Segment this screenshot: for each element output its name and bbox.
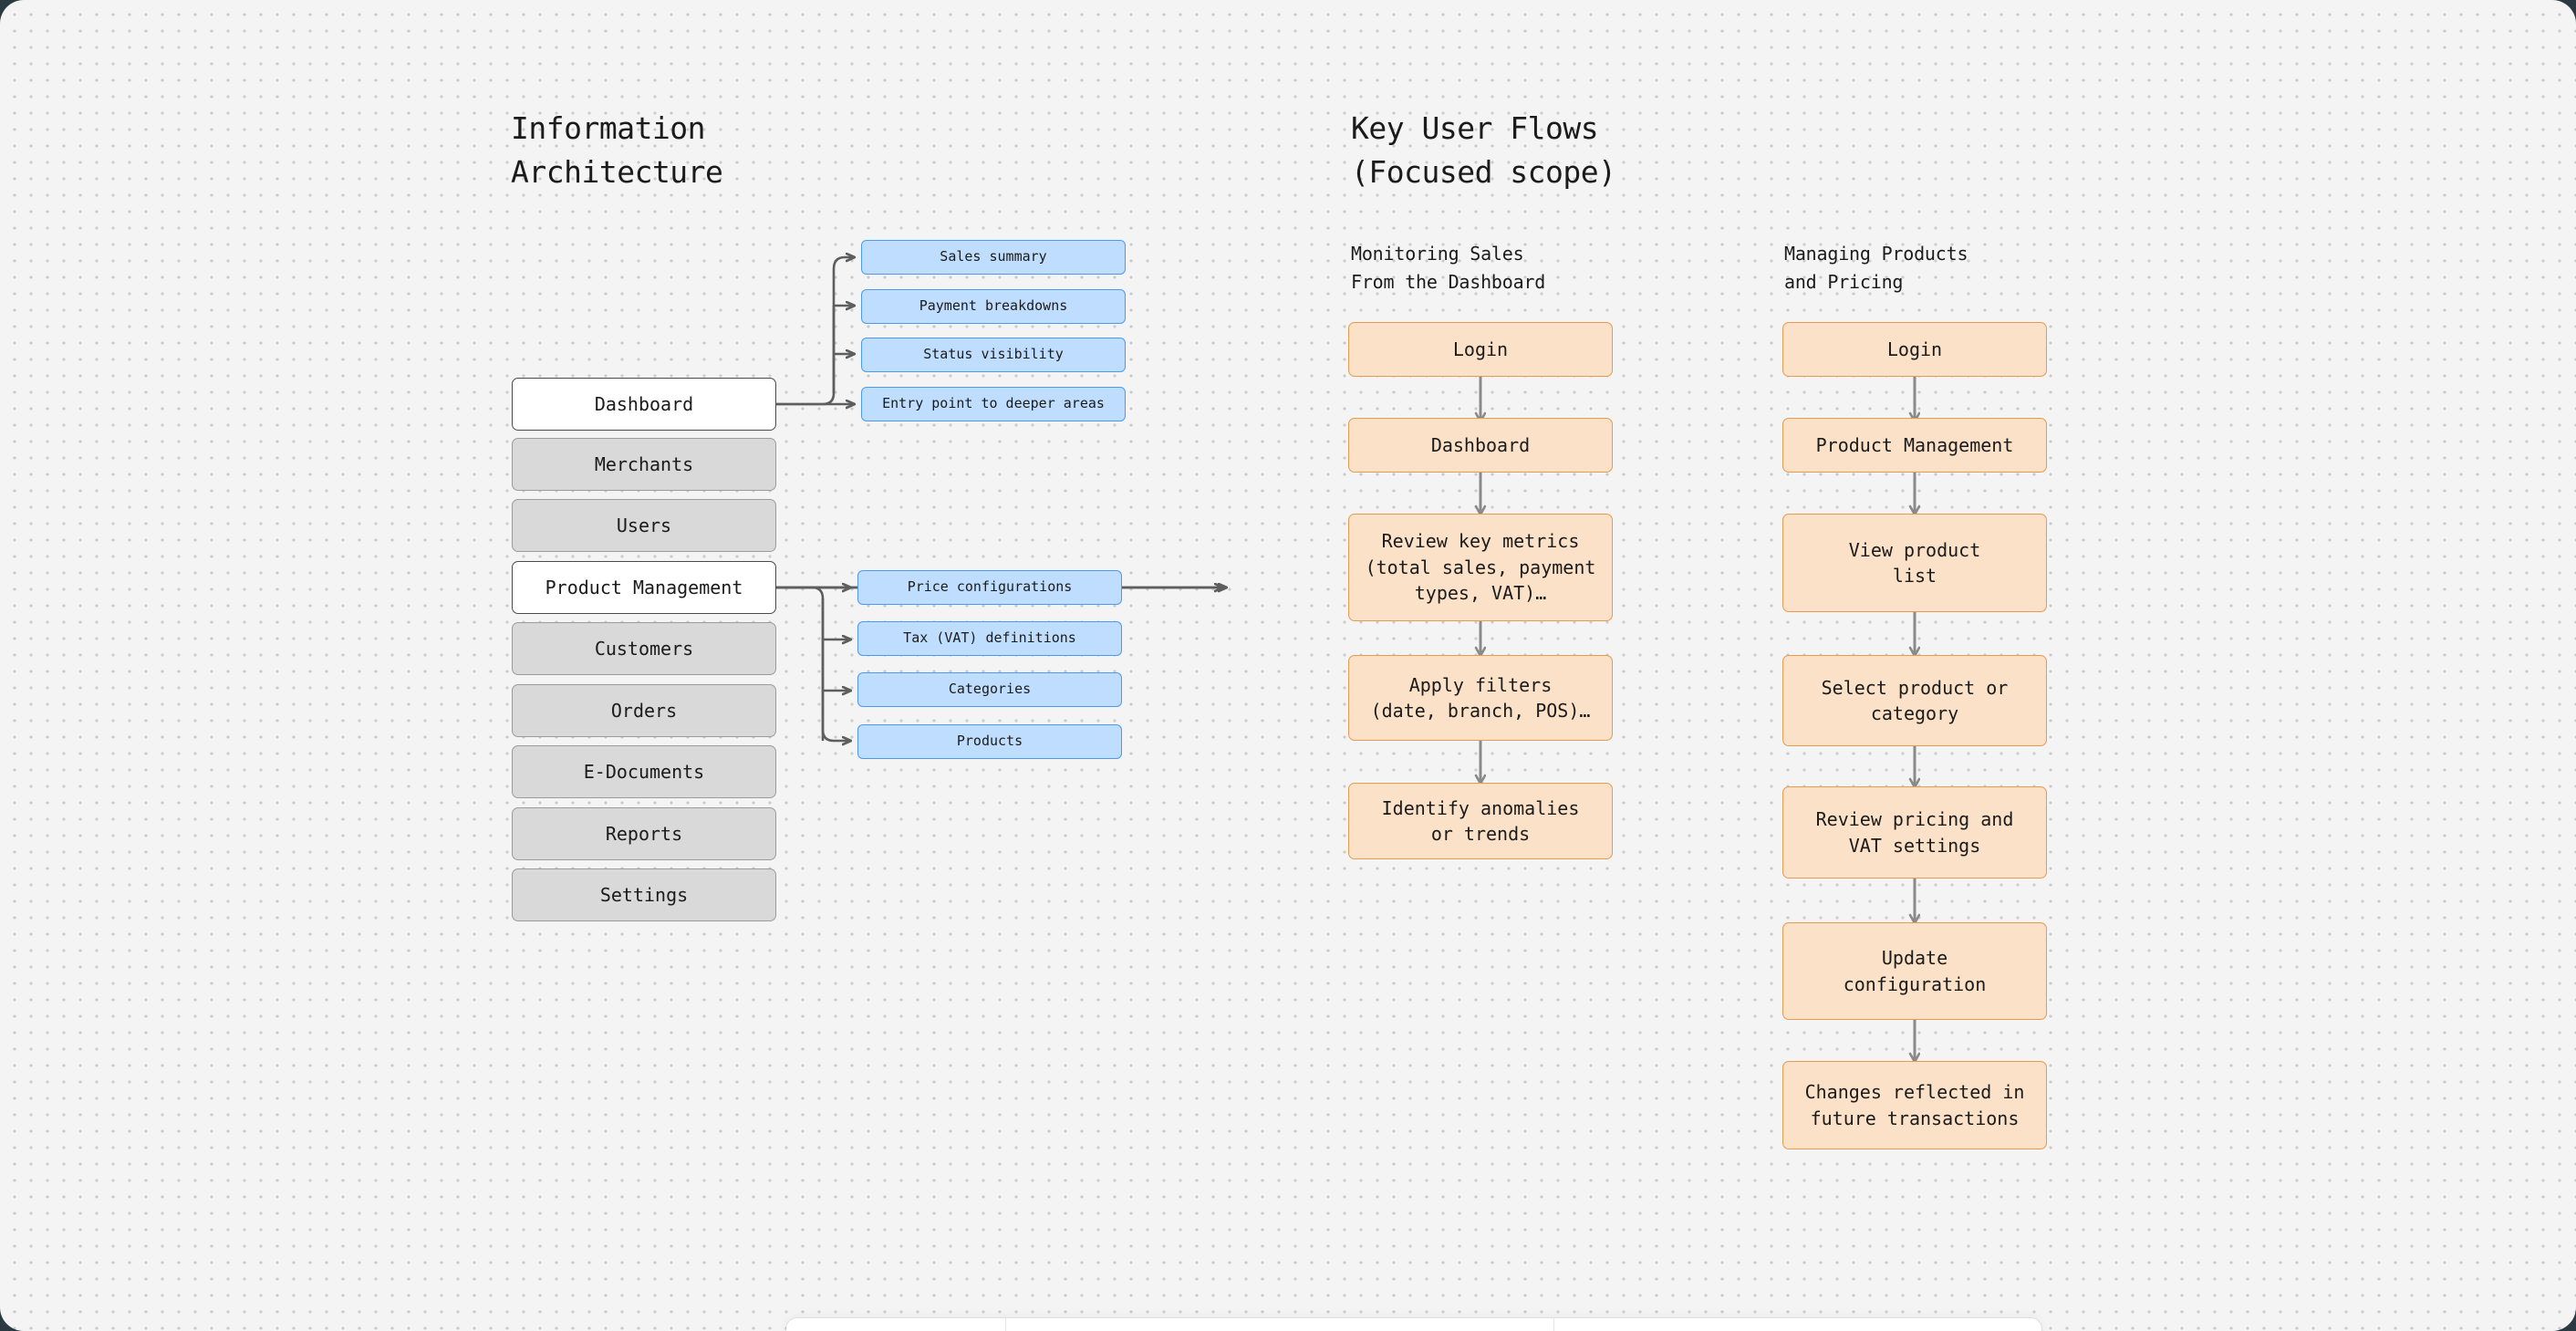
flow-a-step-review-key-metrics[interactable]: Review key metrics (total sales, payment… <box>1348 514 1613 621</box>
node-label: Product Management <box>1815 433 2014 456</box>
toolbar-divider <box>1005 1318 1006 1331</box>
flow-b-step-update-configuration[interactable]: Update configuration <box>1782 922 2047 1020</box>
node-label: Price configurations <box>907 578 1073 596</box>
node-label: Select product or category <box>1821 676 2009 724</box>
bottom-toolbar[interactable] <box>786 1318 2041 1331</box>
node-label: Sales summary <box>940 248 1047 265</box>
flow-a-step-dashboard[interactable]: Dashboard <box>1348 418 1613 473</box>
nav-item-product-management[interactable]: Product Management <box>512 561 776 614</box>
dashboard-child-sales-summary[interactable]: Sales summary <box>861 240 1126 275</box>
node-label: Categories <box>948 681 1032 698</box>
dashboard-child-entry-point[interactable]: Entry point to deeper areas <box>861 387 1126 421</box>
flow-a-step-identify-anomalies[interactable]: Identify anomalies or trends <box>1348 783 1613 859</box>
nav-item-label: Customers <box>594 637 694 660</box>
nav-item-label: Merchants <box>594 452 694 475</box>
node-label: Login <box>1886 338 1943 360</box>
node-label: Payment breakdowns <box>919 297 1068 315</box>
pm-child-tax-vat-definitions[interactable]: Tax (VAT) definitions <box>857 621 1122 656</box>
nav-item-label: E-Documents <box>583 760 705 783</box>
nav-item-label: Settings <box>599 883 689 906</box>
nav-item-e-documents[interactable]: E-Documents <box>512 745 776 798</box>
flow-b-step-review-pricing-vat[interactable]: Review pricing and VAT settings <box>1782 786 2047 879</box>
flow-b-step-product-management[interactable]: Product Management <box>1782 418 2047 473</box>
flow-a-heading: Monitoring Sales From the Dashboard <box>1351 243 1546 293</box>
flow-b-step-view-product-list[interactable]: View product list <box>1782 514 2047 612</box>
key-user-flows-title: Key User Flows (Focused scope) <box>1351 110 1616 191</box>
nav-item-label: Dashboard <box>594 392 694 415</box>
nav-item-orders[interactable]: Orders <box>512 684 776 737</box>
flow-b-step-login[interactable]: Login <box>1782 322 2047 377</box>
toolbar-segment-right[interactable] <box>1554 1318 2041 1331</box>
node-label: Review key metrics (total sales, payment… <box>1365 530 1596 605</box>
pm-child-price-configurations[interactable]: Price configurations <box>857 570 1122 605</box>
pm-child-products[interactable]: Products <box>857 724 1122 759</box>
nav-item-users[interactable]: Users <box>512 499 776 552</box>
node-label: Entry point to deeper areas <box>882 395 1105 412</box>
flow-a-step-login[interactable]: Login <box>1348 322 1613 377</box>
toolbar-divider <box>1553 1318 1554 1331</box>
flow-a-step-apply-filters[interactable]: Apply filters (date, branch, POS)… <box>1348 655 1613 741</box>
dashboard-child-status-visibility[interactable]: Status visibility <box>861 338 1126 372</box>
toolbar-segment-left[interactable] <box>786 1318 1005 1331</box>
node-label: Login <box>1452 338 1509 360</box>
nav-item-customers[interactable]: Customers <box>512 622 776 675</box>
nav-item-reports[interactable]: Reports <box>512 807 776 860</box>
node-label: Changes reflected in future transactions <box>1804 1081 2025 1129</box>
pm-child-categories[interactable]: Categories <box>857 672 1122 707</box>
nav-item-dashboard[interactable]: Dashboard <box>512 378 776 431</box>
dashboard-child-payment-breakdowns[interactable]: Payment breakdowns <box>861 289 1126 324</box>
nav-item-label: Orders <box>610 699 678 722</box>
nav-item-label: Product Management <box>545 576 743 598</box>
node-label: Review pricing and VAT settings <box>1815 808 2014 857</box>
nav-item-label: Users <box>616 514 672 536</box>
node-label: Tax (VAT) definitions <box>903 629 1076 647</box>
flow-b-step-select-product-or-category[interactable]: Select product or category <box>1782 655 2047 746</box>
nav-item-label: Reports <box>605 822 683 845</box>
node-label: Apply filters (date, branch, POS)… <box>1370 673 1591 722</box>
node-label: Identify anomalies or trends <box>1381 796 1580 845</box>
flow-b-step-changes-reflected[interactable]: Changes reflected in future transactions <box>1782 1061 2047 1149</box>
node-label: Products <box>956 733 1023 750</box>
node-label: View product list <box>1848 538 1981 587</box>
toolbar-segment-center[interactable] <box>1006 1318 1553 1331</box>
node-label: Dashboard <box>1430 433 1531 456</box>
nav-item-merchants[interactable]: Merchants <box>512 438 776 491</box>
flow-b-heading: Managing Products and Pricing <box>1784 243 1968 293</box>
nav-item-settings[interactable]: Settings <box>512 868 776 921</box>
information-architecture-title: Information Architecture <box>511 110 723 191</box>
node-label: Status visibility <box>923 346 1064 363</box>
node-label: Update configuration <box>1843 947 1987 995</box>
edge-group-dashboard <box>776 257 854 404</box>
